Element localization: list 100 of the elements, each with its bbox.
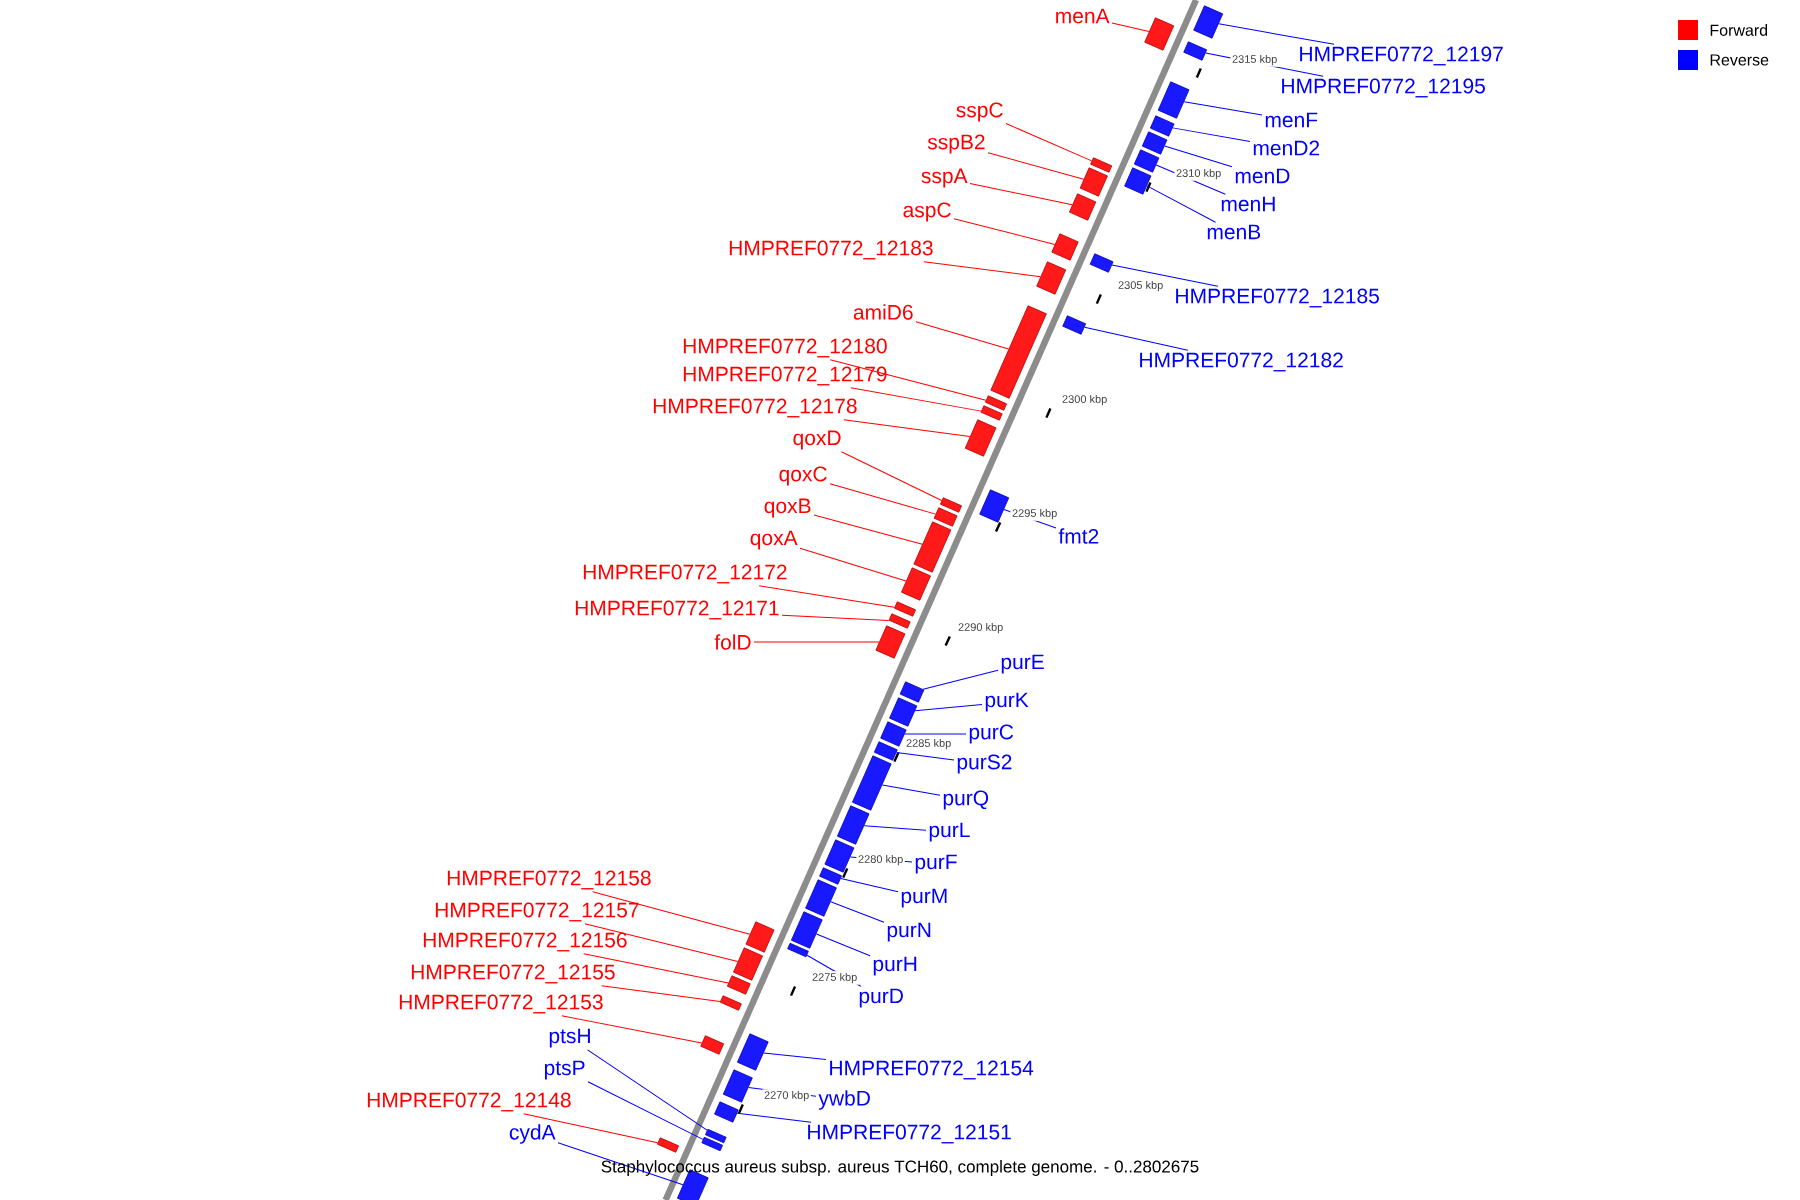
gene-bar: [1133, 149, 1160, 173]
leader-line: [813, 514, 923, 545]
legend-label: Forward: [1710, 24, 1768, 36]
leader-line: [592, 891, 751, 935]
leader-line: [583, 953, 729, 984]
gene-label: qoxC: [779, 466, 827, 486]
gene-label: HMPREF0772_12151: [808, 1124, 1011, 1144]
leader-line: [896, 751, 955, 761]
gene-bar: [1144, 17, 1175, 51]
leader-line: [881, 784, 941, 796]
gene-bar: [737, 1033, 769, 1071]
gene-bar: [990, 305, 1047, 399]
gene-bar: [852, 755, 892, 811]
leader-line: [830, 901, 885, 923]
gene-label: HMPREF0772_12178: [653, 398, 857, 418]
leader-line: [840, 451, 943, 501]
gene-bar: [899, 681, 925, 703]
gene-label: amiD6: [853, 304, 913, 320]
gene-label: purN: [887, 922, 931, 942]
leader-line: [1146, 185, 1217, 223]
gene-label: HMPREF0772_12172: [583, 564, 787, 584]
leader-line: [953, 218, 1056, 245]
gene-bar: [1183, 41, 1208, 61]
gene-label: sspC: [956, 102, 1003, 122]
gene-bar: [1124, 167, 1152, 195]
gene-bar: [700, 1035, 725, 1055]
leader-line: [758, 585, 895, 608]
gene-label: menD: [1235, 168, 1290, 184]
gene-bar: [880, 721, 907, 747]
gene-label: HMPREF0772_12180: [683, 338, 887, 358]
leader-line: [1005, 123, 1093, 162]
leader-line: [1218, 23, 1335, 45]
gene-bar: [745, 921, 775, 953]
gene-bar: [1141, 131, 1168, 155]
gene-bar: [888, 613, 911, 629]
gene-label: HMPREF0772_12179: [683, 366, 887, 386]
gene-label: purS2: [957, 754, 1012, 774]
gene-label: HMPREF0772_12183: [729, 240, 933, 260]
gene-bar: [726, 975, 751, 995]
gene-bar: [1090, 157, 1113, 173]
leader-line: [1164, 145, 1233, 168]
leader-line: [863, 825, 927, 831]
gene-bar: [722, 1069, 753, 1103]
gene-bar: [979, 489, 1010, 523]
gene-label: qoxB: [764, 498, 811, 518]
gene-label: purQ: [943, 790, 989, 810]
gene-label: HMPREF0772_12195: [1282, 78, 1485, 98]
gene-bar: [1193, 5, 1224, 39]
leader-line: [1111, 22, 1150, 33]
gene-bar: [1089, 253, 1114, 273]
gene-label: purE: [1001, 654, 1044, 674]
leader-line: [587, 1081, 704, 1140]
gene-bar: [1069, 193, 1097, 221]
gene-label: fmt2: [1058, 528, 1099, 544]
gene-label: qoxA: [750, 530, 798, 550]
leader-line: [1183, 101, 1263, 116]
gene-bar: [940, 497, 962, 513]
gene-bar: [719, 995, 742, 1011]
leader-line: [843, 419, 971, 438]
gene-bar: [1051, 233, 1079, 261]
gene-label: purK: [985, 692, 1029, 712]
gene-label: menB: [1207, 224, 1261, 240]
gene-label: HMPREF0772_12185: [1176, 288, 1379, 308]
leader-line: [914, 703, 983, 712]
leader-line: [587, 1049, 708, 1131]
gene-bar: [913, 521, 952, 573]
leader-line: [601, 985, 721, 1003]
leader-line: [781, 614, 890, 621]
gene-bar: [714, 1101, 739, 1123]
leader-line: [829, 483, 936, 515]
gene-bar: [985, 395, 1007, 411]
gene-bar: [1036, 261, 1067, 295]
gene-bar: [705, 1128, 727, 1144]
gene-label: aspC: [903, 202, 951, 222]
leader-line: [584, 923, 739, 962]
gene-label: ptsP: [544, 1060, 585, 1080]
leader-line: [987, 152, 1085, 180]
gene-label: HMPREF0772_12182: [1140, 352, 1343, 372]
gene-label: cydA: [509, 1124, 556, 1144]
gene-label: HMPREF0772_12158: [447, 870, 651, 890]
gene-bar: [701, 1136, 723, 1152]
leader-line: [923, 261, 1041, 278]
leader-line: [915, 321, 1010, 350]
gene-label: purC: [969, 724, 1014, 744]
gene-label: HMPREF0772_12197: [1300, 46, 1503, 66]
gene-bar: [894, 601, 916, 617]
legend-label: Reverse: [1710, 54, 1769, 66]
gene-label: purL: [929, 822, 970, 842]
leader-line: [736, 1112, 812, 1123]
gene-label: HMPREF0772_12157: [435, 902, 639, 922]
leader-line: [561, 1015, 703, 1044]
leader-line: [922, 669, 999, 690]
leader-line: [904, 733, 967, 735]
leader-line: [523, 1113, 659, 1144]
gene-bar: [836, 805, 870, 845]
gene-label: sspB2: [927, 134, 985, 154]
gene-label: HMPREF0772_12171: [575, 600, 779, 620]
gene-bar: [873, 741, 898, 761]
leader-line: [1172, 127, 1251, 143]
leader-line: [1084, 326, 1189, 351]
